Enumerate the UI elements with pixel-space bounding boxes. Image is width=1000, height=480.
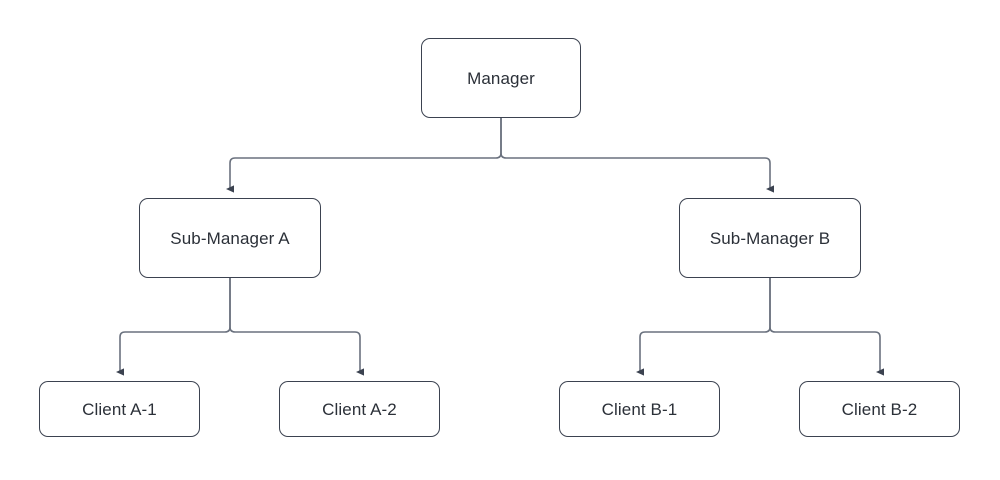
node-client-a2-label: Client A-2 <box>322 399 397 419</box>
node-client-a2[interactable]: Client A-2 <box>279 381 440 437</box>
node-sub-manager-a-label: Sub-Manager A <box>170 228 290 248</box>
node-client-a1-label: Client A-1 <box>82 399 157 419</box>
edge-sub-manager-b-to-client-b1 <box>636 278 771 376</box>
node-sub-manager-b[interactable]: Sub-Manager B <box>679 198 861 278</box>
node-manager-label: Manager <box>467 68 535 88</box>
node-client-b1[interactable]: Client B-1 <box>559 381 720 437</box>
node-client-b2-label: Client B-2 <box>841 399 918 419</box>
node-sub-manager-a[interactable]: Sub-Manager A <box>139 198 321 278</box>
node-client-b2[interactable]: Client B-2 <box>799 381 960 437</box>
edge-sub-manager-b-to-client-b2 <box>769 278 885 376</box>
node-client-a1[interactable]: Client A-1 <box>39 381 200 437</box>
edge-manager-to-sub-manager-a <box>226 118 502 193</box>
node-client-b1-label: Client B-1 <box>601 399 678 419</box>
edge-sub-manager-a-to-client-a1 <box>116 278 231 376</box>
edge-manager-to-sub-manager-b <box>500 118 775 193</box>
node-manager[interactable]: Manager <box>421 38 581 118</box>
edge-sub-manager-a-to-client-a2 <box>229 278 365 376</box>
node-sub-manager-b-label: Sub-Manager B <box>709 228 831 248</box>
